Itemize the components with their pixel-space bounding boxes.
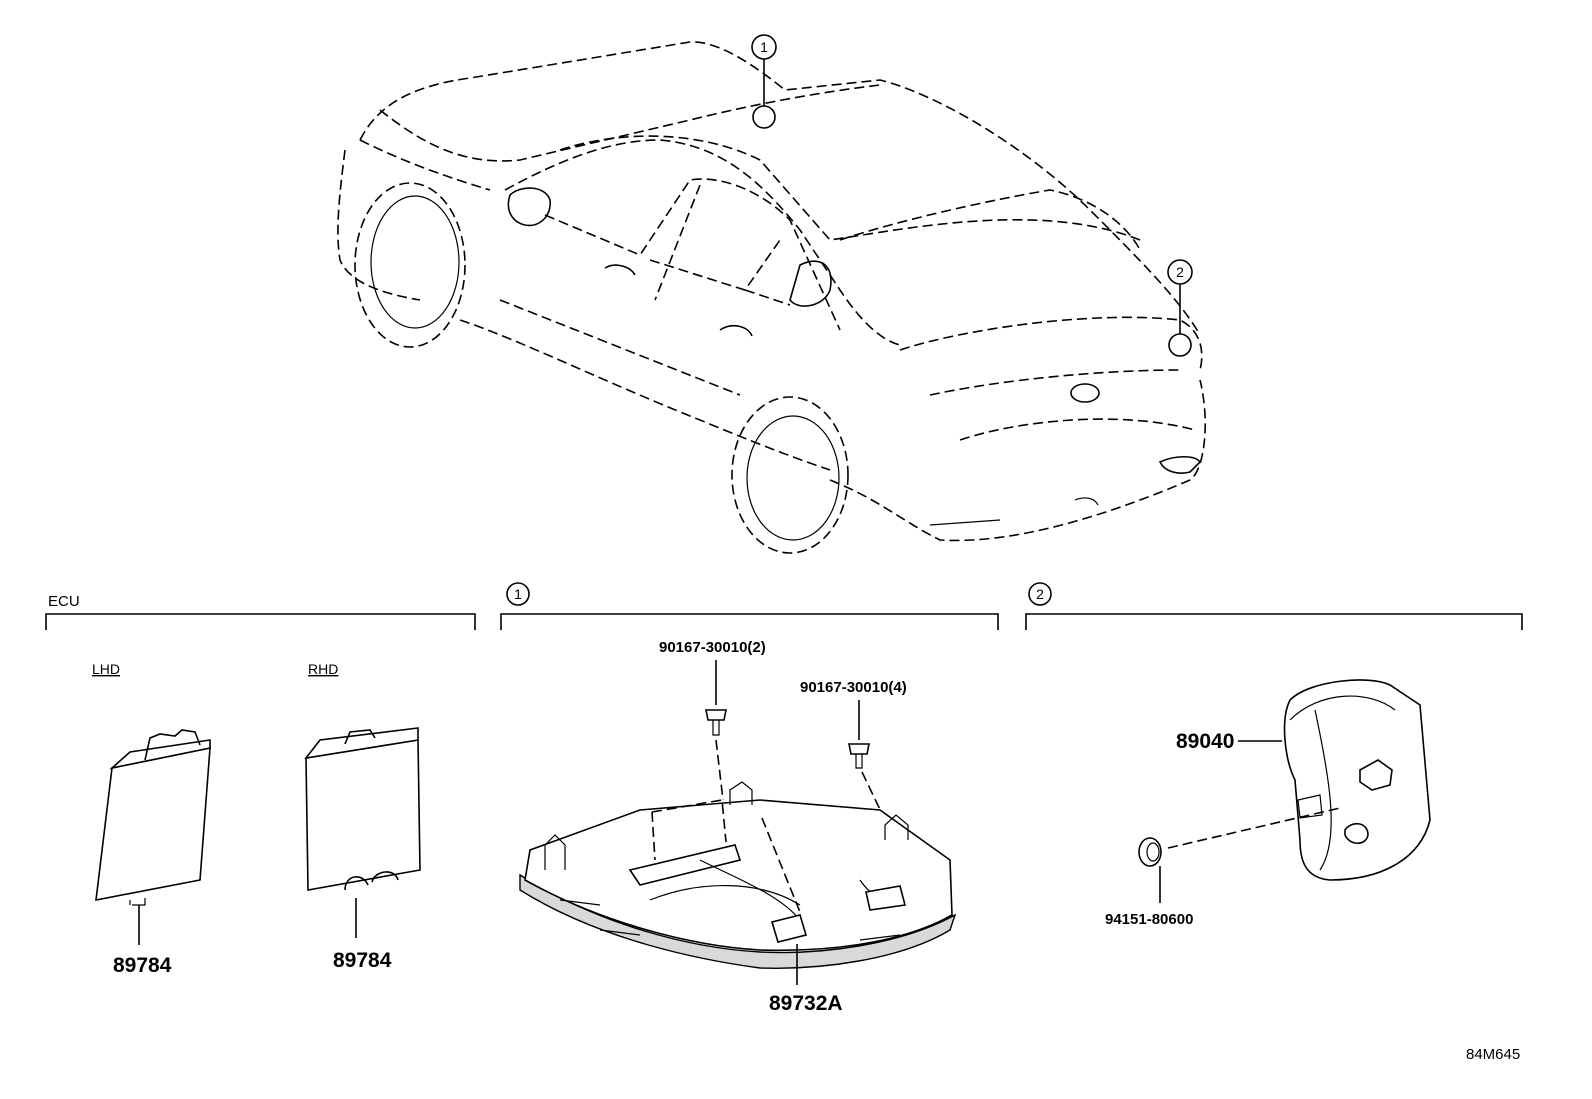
car-illustration [337,41,1206,554]
ecu-lhd: LHD 89784 [92,661,211,977]
diagram-code: 84M645 [1466,1046,1520,1063]
callout-number: 2 [1176,264,1184,280]
rhd-label: RHD [308,661,338,677]
car-callout-1: 1 [751,34,777,129]
ecu-rhd: RHD 89784 [304,661,421,972]
car-callout-2: 2 [1167,259,1193,357]
section-title-ecu: ECU [48,593,80,610]
sensor-assembly: 89040 94151-80600 [1105,679,1431,928]
section-1-bracket: 1 [500,582,999,630]
section-ecu-bracket: ECU [45,593,476,630]
part-number-screw-2: 90167-30010(2) [659,639,766,656]
part-number-screw-4: 90167-30010(4) [800,679,907,696]
part-number-grommet: 94151-80600 [1105,911,1193,928]
part-number-sensor: 89040 [1176,730,1234,753]
section-marker-1: 1 [514,586,522,602]
part-number-roof-console: 89732A [769,992,843,1015]
callout-number: 1 [760,39,768,55]
section-marker-2: 2 [1036,586,1044,602]
lhd-label: LHD [92,661,120,677]
section-2-bracket: 2 [1025,582,1523,630]
part-number-ecu-lhd: 89784 [113,954,172,977]
part-number-ecu-rhd: 89784 [333,949,392,972]
roof-console-assembly: 90167-30010(2) 90167-30010(4) 89732A [519,639,957,1015]
